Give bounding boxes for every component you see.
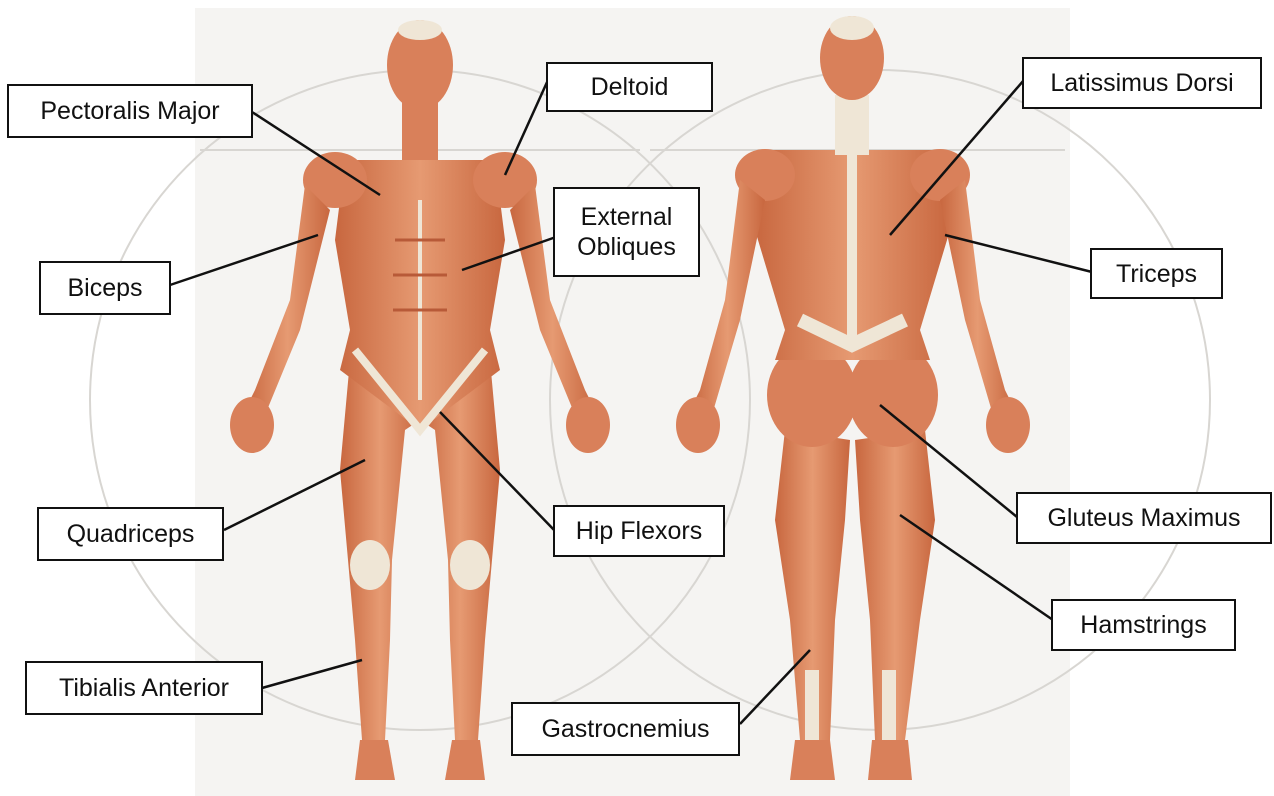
label-text: External Obliques xyxy=(565,202,688,262)
label-text: Pectoralis Major xyxy=(40,96,219,126)
label-text: Quadriceps xyxy=(67,519,195,549)
label-text: Hamstrings xyxy=(1080,610,1206,640)
label-hip-flexors: Hip Flexors xyxy=(553,505,725,557)
label-pectoralis-major: Pectoralis Major xyxy=(7,84,253,138)
back-view-figure xyxy=(676,16,1030,780)
label-gastrocnemius: Gastrocnemius xyxy=(511,702,740,756)
label-text: Biceps xyxy=(67,273,142,303)
leader-tibialis-anterior xyxy=(262,660,362,688)
label-deltoid: Deltoid xyxy=(546,62,713,112)
label-latissimus-dorsi: Latissimus Dorsi xyxy=(1022,57,1262,109)
label-text: Tibialis Anterior xyxy=(59,673,229,703)
label-hamstrings: Hamstrings xyxy=(1051,599,1236,651)
label-text: Gluteus Maximus xyxy=(1047,503,1240,533)
label-quadriceps: Quadriceps xyxy=(37,507,224,561)
label-text: Triceps xyxy=(1116,259,1197,289)
label-external-obliques: External Obliques xyxy=(553,187,700,277)
label-tibialis-anterior: Tibialis Anterior xyxy=(25,661,263,715)
label-gluteus-maximus: Gluteus Maximus xyxy=(1016,492,1272,544)
label-text: Hip Flexors xyxy=(576,516,702,546)
label-triceps: Triceps xyxy=(1090,248,1223,299)
label-text: Latissimus Dorsi xyxy=(1050,68,1233,98)
label-biceps: Biceps xyxy=(39,261,171,315)
label-text: Gastrocnemius xyxy=(541,714,709,744)
label-text: Deltoid xyxy=(591,72,669,102)
